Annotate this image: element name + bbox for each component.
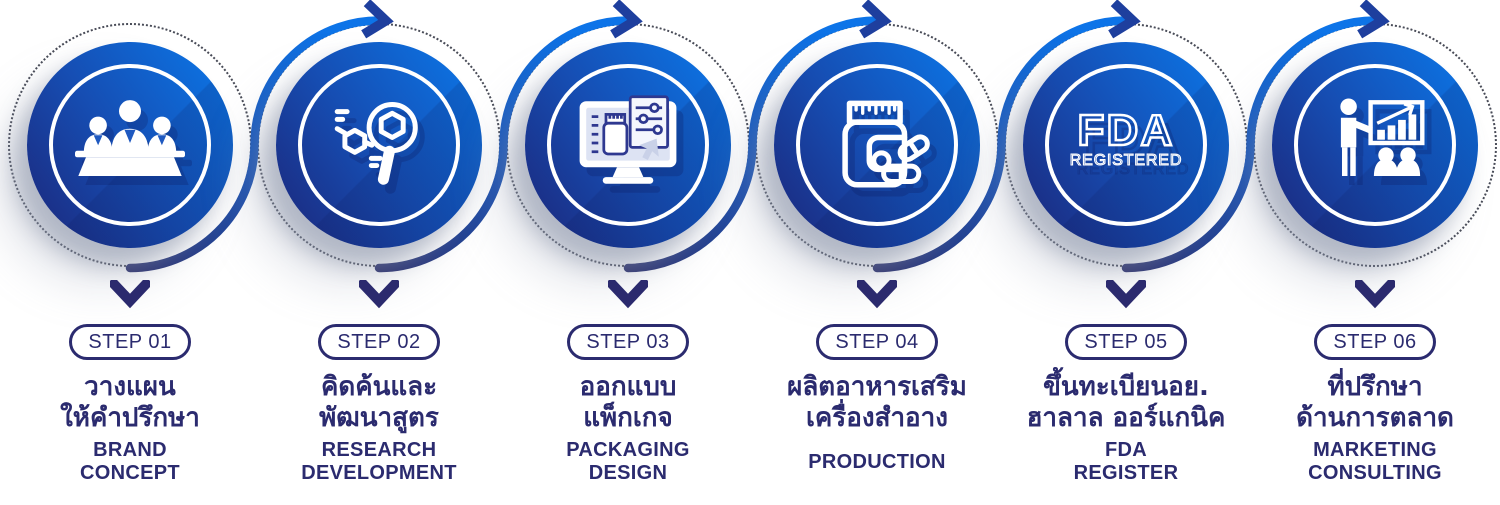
- chevron-down-icon: [1355, 280, 1395, 309]
- step-badge: STEP 05: [1065, 324, 1187, 360]
- english-line: DESIGN: [588, 462, 668, 484]
- english-line: CONCEPT: [80, 462, 180, 484]
- step-column-6: STEP 06 ที่ปรึกษา ด้านการตลาด MARKETING …: [1251, 0, 1499, 505]
- english-title: PACKAGING DESIGN: [504, 437, 752, 487]
- packaging-monitor-icon: [573, 88, 683, 198]
- step-badge: STEP 02: [318, 324, 440, 360]
- thai-line: ผลิตอาหารเสริม: [787, 372, 967, 402]
- step-column-4: STEP 04 ผลิตอาหารเสริม เครื่องสำอาง PROD…: [753, 0, 1001, 505]
- step-label: STEP 05: [1084, 330, 1168, 353]
- step-column-3: STEP 03 ออกแบบ แพ็กเกจ PACKAGING DESIGN: [504, 0, 752, 505]
- english-title: PRODUCTION: [753, 437, 1001, 487]
- thai-line: ที่ปรึกษา: [1327, 372, 1423, 402]
- english-line: REGISTER: [1073, 462, 1179, 484]
- english-title: BRAND CONCEPT: [6, 437, 254, 487]
- thai-title: ผลิตอาหารเสริม เครื่องสำอาง: [747, 372, 1007, 434]
- thai-line: ออกแบบ: [579, 372, 677, 402]
- step-column-5: FDA REGISTERED STEP 05 ขึ้นทะเบียนอย. ฮา…: [1002, 0, 1250, 505]
- english-line: PRODUCTION: [808, 450, 946, 473]
- thai-line: คิดค้นและ: [320, 372, 438, 402]
- english-line: MARKETING: [1313, 439, 1437, 461]
- step-label: STEP 02: [337, 330, 421, 353]
- chevron-down-icon: [359, 280, 399, 309]
- thai-title: ขึ้นทะเบียนอย. ฮาลาล ออร์แกนิค: [996, 372, 1256, 434]
- supplement-bottle-icon: [822, 88, 932, 198]
- english-line: CONSULTING: [1308, 462, 1442, 484]
- english-line: DEVELOPMENT: [301, 462, 457, 484]
- step-badge: STEP 01: [69, 324, 191, 360]
- chevron-down-icon: [1106, 280, 1146, 309]
- thai-title: วางแผน ให้คำปรึกษา: [0, 372, 260, 434]
- english-line: RESEARCH: [321, 439, 437, 461]
- thai-line: ขึ้นทะเบียนอย.: [1043, 372, 1209, 402]
- thai-line: ด้านการตลาด: [1296, 403, 1454, 433]
- chevron-down-icon: [608, 280, 648, 309]
- thai-line: เครื่องสำอาง: [806, 403, 948, 433]
- marketing-presentation-icon: [1320, 88, 1430, 198]
- thai-line: ฮาลาล ออร์แกนิค: [1026, 403, 1226, 433]
- thai-line: ให้คำปรึกษา: [60, 403, 200, 433]
- chevron-down-icon: [857, 280, 897, 309]
- step-badge: STEP 06: [1314, 324, 1436, 360]
- step-badge: STEP 04: [816, 324, 938, 360]
- fda-registered-icon: FDA REGISTERED: [1069, 88, 1182, 198]
- step-label: STEP 04: [835, 330, 919, 353]
- step-badge: STEP 03: [567, 324, 689, 360]
- registered-text: REGISTERED: [1070, 152, 1182, 169]
- english-line: BRAND: [93, 439, 167, 461]
- english-title: FDA REGISTER: [1002, 437, 1250, 487]
- step-label: STEP 06: [1333, 330, 1417, 353]
- english-line: PACKAGING: [566, 439, 690, 461]
- thai-title: ที่ปรึกษา ด้านการตลาด: [1245, 372, 1500, 434]
- thai-line: วางแผน: [84, 372, 176, 402]
- meeting-team-icon: [75, 88, 185, 198]
- english-title: MARKETING CONSULTING: [1251, 437, 1499, 487]
- step-label: STEP 03: [586, 330, 670, 353]
- english-line: FDA: [1104, 439, 1147, 461]
- chevron-down-icon: [110, 280, 150, 309]
- step-column-1: STEP 01 วางแผน ให้คำปรึกษา BRAND CONCEPT: [6, 0, 254, 505]
- thai-line: พัฒนาสูตร: [319, 403, 439, 433]
- fda-text: FDA: [1077, 106, 1174, 155]
- step-column-2: STEP 02 คิดค้นและ พัฒนาสูตร RESEARCH DEV…: [255, 0, 503, 505]
- research-magnifier-icon: [324, 88, 434, 198]
- step-label: STEP 01: [88, 330, 172, 353]
- thai-line: แพ็กเกจ: [583, 403, 673, 433]
- english-title: RESEARCH DEVELOPMENT: [255, 437, 503, 487]
- thai-title: ออกแบบ แพ็กเกจ: [498, 372, 758, 434]
- thai-title: คิดค้นและ พัฒนาสูตร: [249, 372, 509, 434]
